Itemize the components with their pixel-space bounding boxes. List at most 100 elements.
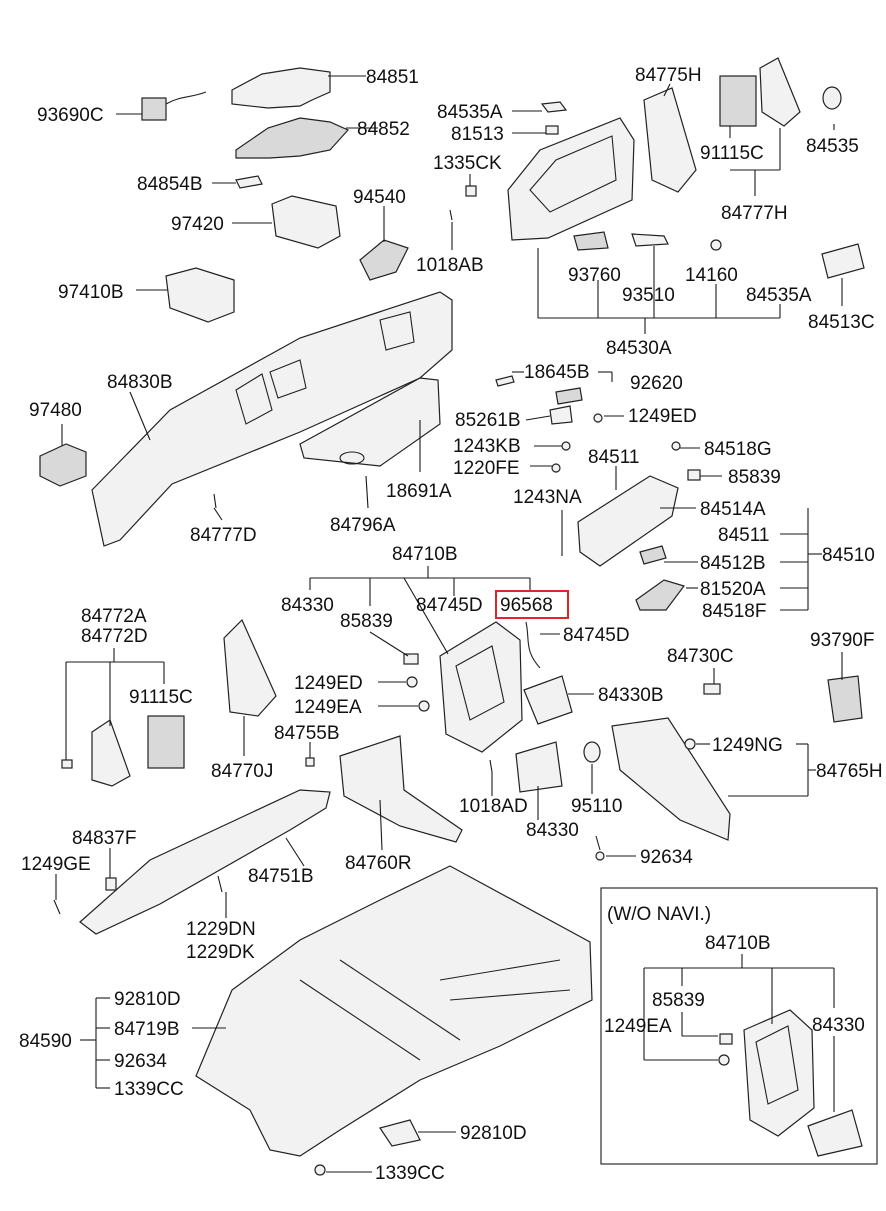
label-92634-r: 92634 (640, 847, 693, 868)
inset-84710b-opening (755, 1025, 799, 1105)
label-84851: 84851 (366, 67, 419, 88)
label-14160: 14160 (685, 265, 738, 286)
label-1249ed-top: 1249ED (628, 406, 697, 427)
inset-label-1249ea: 1249EA (604, 1016, 672, 1037)
part-84330-tray-mid (515, 741, 563, 793)
part-95110-jack (583, 741, 601, 763)
part-84796a-panel (299, 377, 441, 467)
part-1220fe-screw (551, 463, 561, 473)
part-1229dn-screw (217, 875, 223, 893)
label-84755b: 84755B (274, 723, 340, 744)
label-84518g: 84518G (704, 439, 772, 460)
label-1249ed-mid: 1249ED (294, 673, 363, 694)
label-1339cc-l: 1339CC (114, 1079, 184, 1100)
leader-lines (55, 75, 843, 1173)
part-1249ng-screw (684, 738, 696, 750)
part-84760r-panel (339, 735, 463, 843)
part-81520a-handle (635, 579, 685, 611)
part-84535-cap (822, 86, 842, 110)
label-97410b: 97410B (58, 282, 124, 303)
label-84710b: 84710B (392, 544, 458, 565)
label-85839-r: 85839 (728, 467, 781, 488)
part-84830b-crash-pad (91, 291, 453, 547)
label-84760r: 84760R (345, 853, 412, 874)
label-84745d-l: 84745D (416, 595, 483, 616)
inset-label-84710b: 84710B (705, 933, 771, 954)
label-84511-top: 84511 (588, 447, 639, 468)
part-14160-clip (710, 239, 722, 251)
label-84530a: 84530A (606, 338, 672, 359)
part-84772d-clip (61, 759, 73, 769)
label-91115c-top: 91115C (700, 143, 764, 164)
part-93690c-wire (165, 91, 207, 105)
part-1018ad-screw (489, 759, 493, 773)
part-94540-cluster (359, 239, 409, 281)
part-84755b-clip (305, 757, 315, 767)
part-84590-carpet (195, 865, 593, 1157)
label-84330b: 84330B (598, 685, 664, 706)
label-84854b: 84854B (137, 174, 203, 195)
label-84830b: 84830B (107, 372, 173, 393)
label-18691a: 18691A (386, 481, 452, 502)
label-84514a: 84514A (700, 499, 766, 520)
label-84719b: 84719B (114, 1019, 180, 1040)
part-84535a-clip (540, 101, 568, 113)
part-97410b-unit (165, 267, 235, 323)
inset-85839-clip (719, 1033, 733, 1045)
part-84590-grid (299, 959, 571, 1061)
part-1335ck-clip (465, 185, 477, 197)
label-1220fe: 1220FE (453, 458, 520, 479)
inset-84330-tray (807, 1109, 863, 1157)
label-84770j: 84770J (211, 761, 273, 782)
label-97420: 97420 (171, 214, 224, 235)
part-18645b-clip (495, 375, 515, 387)
label-84590: 84590 (19, 1031, 72, 1052)
label-1018ab: 1018AB (416, 255, 484, 276)
label-84511-r: 84511 (718, 525, 769, 546)
part-92810d-clip (379, 1119, 421, 1147)
part-85261b-clip (549, 405, 573, 425)
inset-frame (600, 887, 878, 1165)
label-84775h: 84775H (635, 65, 702, 86)
label-84837f: 84837F (72, 828, 136, 849)
part-84751b-trim (79, 789, 331, 935)
label-84796a: 84796A (330, 515, 396, 536)
label-1335ck: 1335CK (433, 153, 502, 174)
part-84777h-bracket (759, 57, 801, 127)
label-84852: 84852 (357, 119, 410, 140)
part-84770j-trim (223, 618, 277, 717)
label-84745d-r: 84745D (563, 625, 630, 646)
part-1249ge-screw (53, 899, 61, 915)
part-84765h-trim (611, 717, 731, 841)
part-84777d-screw (213, 493, 217, 509)
label-84777d: 84777D (190, 525, 257, 546)
part-93690c-switch (141, 97, 167, 121)
label-1243kb: 1243KB (453, 436, 521, 457)
label-92810d-b: 92810D (460, 1123, 527, 1144)
inset-84710b-bezel (743, 1009, 815, 1137)
label-84772a: 84772A (81, 606, 147, 627)
part-85839-clip-r (687, 469, 701, 481)
label-84512b: 84512B (700, 553, 766, 574)
label-84330-mid: 84330 (526, 820, 579, 841)
label-84765h: 84765H (816, 761, 883, 782)
label-84777h: 84777H (721, 203, 788, 224)
part-92634-bulb-r (595, 851, 605, 861)
label-84751b: 84751B (248, 866, 314, 887)
label-84535: 84535 (806, 136, 859, 157)
part-84745d-opening (455, 645, 505, 721)
label-91115c-mid: 91115C (129, 687, 193, 708)
label-84518f: 84518F (702, 601, 766, 622)
label-84535a-top: 84535A (437, 102, 503, 123)
label-84772d: 84772D (81, 626, 148, 647)
part-1249ed-mid-screw (406, 676, 418, 688)
part-84830b-openings (235, 311, 415, 425)
part-85839-clip-m (403, 653, 419, 665)
inset-title: (W/O NAVI.) (607, 904, 711, 925)
part-81513-clip (545, 125, 559, 135)
label-84730c: 84730C (667, 646, 734, 667)
part-97480-speaker (39, 443, 87, 487)
part-93790f-outlet (827, 675, 863, 723)
label-1339cc-b: 1339CC (375, 1163, 445, 1184)
